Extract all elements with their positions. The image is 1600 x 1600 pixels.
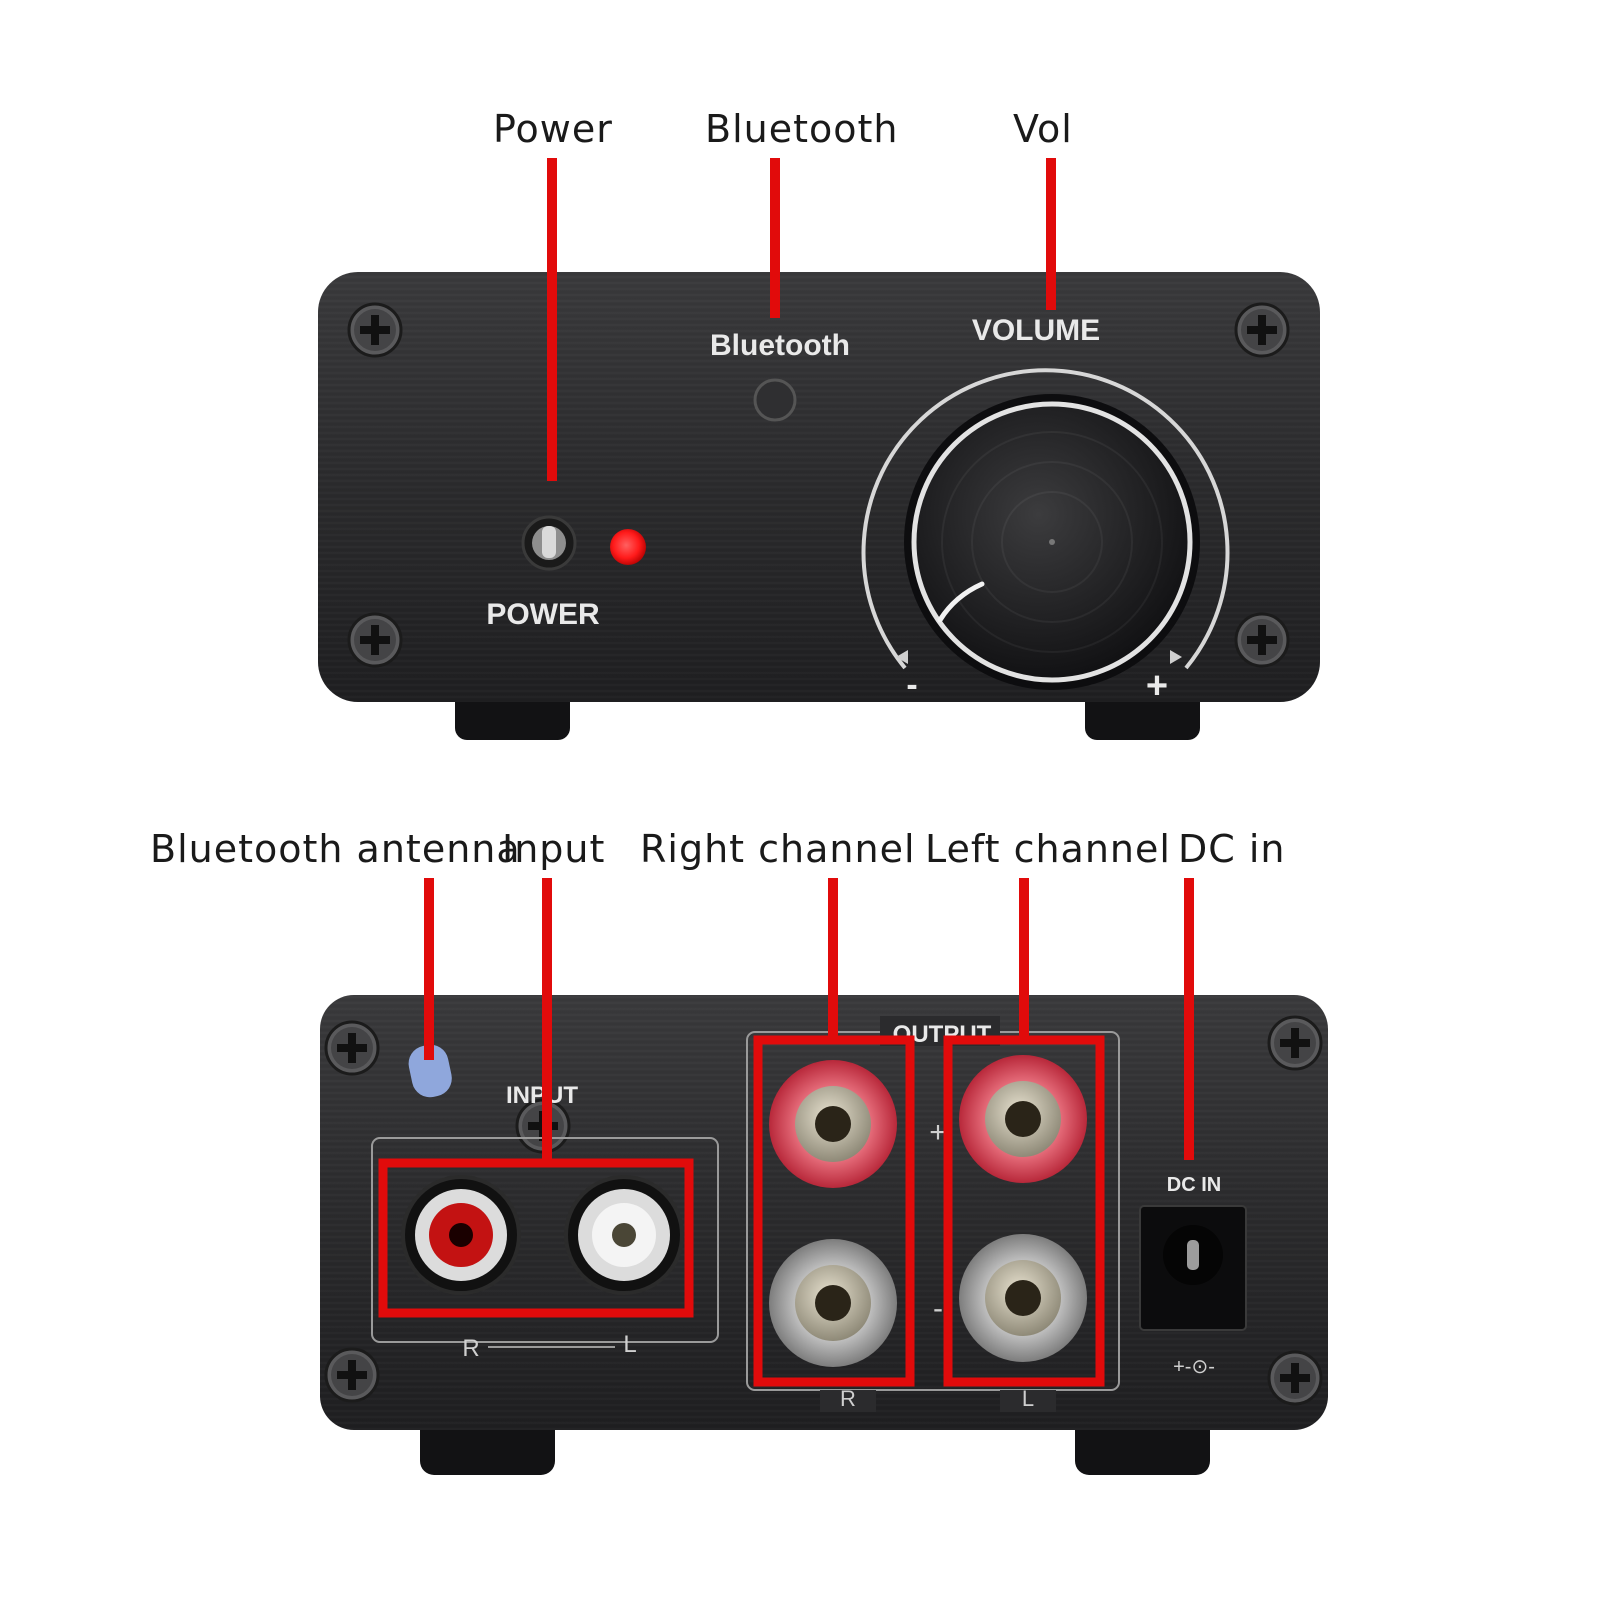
callout-input: Input: [502, 827, 606, 871]
volume-knob[interactable]: [904, 394, 1200, 690]
callout-power: Power: [493, 107, 613, 151]
input-l-label: L: [623, 1331, 636, 1358]
volume-max-arrow-icon: [1170, 650, 1182, 664]
input-highlight-box: [378, 1158, 694, 1318]
left-channel-highlight-box: [943, 1035, 1105, 1387]
callout-vol: Vol: [1013, 107, 1073, 151]
front-foot-left: [455, 690, 570, 740]
left-positive-binding-post[interactable]: [959, 1055, 1087, 1183]
right-channel-highlight-box: [753, 1035, 915, 1387]
volume-plus-label: +: [1146, 665, 1168, 707]
volume-minus-label: -: [906, 666, 917, 704]
bluetooth-panel-label: Bluetooth: [710, 329, 850, 362]
knob-indicator: [937, 581, 985, 623]
output-plus-label: +: [929, 1116, 947, 1149]
rear-screw-icon: [324, 1347, 380, 1403]
front-panel: Bluetooth VOLUME - + POWER: [318, 272, 1320, 740]
callout-bluetooth-antenna: Bluetooth antenna: [150, 827, 521, 871]
rear-screw-icon: [1267, 1015, 1323, 1071]
rear-screw-icon: [324, 1020, 380, 1076]
front-screw-icon: [347, 612, 403, 668]
input-r-label: R: [462, 1335, 479, 1362]
leader-line-input: [542, 878, 552, 1161]
front-foot-right: [1085, 690, 1200, 740]
left-negative-binding-post[interactable]: [959, 1234, 1087, 1362]
right-negative-binding-post[interactable]: [769, 1239, 897, 1367]
front-screw-icon: [1234, 302, 1290, 358]
leader-line-vol: [1046, 158, 1056, 310]
power-panel-label: POWER: [486, 598, 600, 631]
leader-line-bluetooth-antenna: [424, 878, 434, 1060]
output-minus-label: -: [933, 1292, 943, 1325]
front-screw-icon: [347, 302, 403, 358]
bluetooth-antenna: [408, 1044, 452, 1098]
dc-power-jack[interactable]: [1139, 1205, 1247, 1331]
leader-line-right-channel: [828, 878, 838, 1040]
power-toggle-switch[interactable]: [521, 515, 577, 571]
bluetooth-button[interactable]: [753, 378, 797, 422]
dc-polarity-label: +-⊙-: [1173, 1356, 1215, 1378]
leader-line-left-channel: [1019, 878, 1029, 1040]
leader-line-dc-in: [1184, 878, 1194, 1160]
volume-min-arrow-icon: [896, 650, 908, 664]
callout-right-channel: Right channel: [640, 827, 916, 871]
rear-screw-icon: [1267, 1350, 1323, 1406]
right-positive-binding-post[interactable]: [769, 1060, 897, 1188]
rear-panel: INPUT R L OUTPUT + - R L: [320, 995, 1328, 1475]
callout-bluetooth: Bluetooth: [705, 107, 899, 151]
rca-input-right-jack[interactable]: [401, 1175, 521, 1295]
leader-line-power: [547, 158, 557, 481]
callout-left-channel: Left channel: [925, 827, 1171, 871]
output-r-label: R: [840, 1386, 856, 1411]
output-l-label: L: [1022, 1386, 1034, 1411]
dc-in-panel-label: DC IN: [1167, 1174, 1221, 1196]
power-led-indicator: [610, 529, 646, 565]
front-screw-icon: [1234, 612, 1290, 668]
callout-dc-in: DC in: [1178, 827, 1286, 871]
volume-panel-label: VOLUME: [972, 314, 1100, 347]
leader-line-bluetooth: [770, 158, 780, 318]
rca-input-left-jack[interactable]: [564, 1175, 684, 1295]
